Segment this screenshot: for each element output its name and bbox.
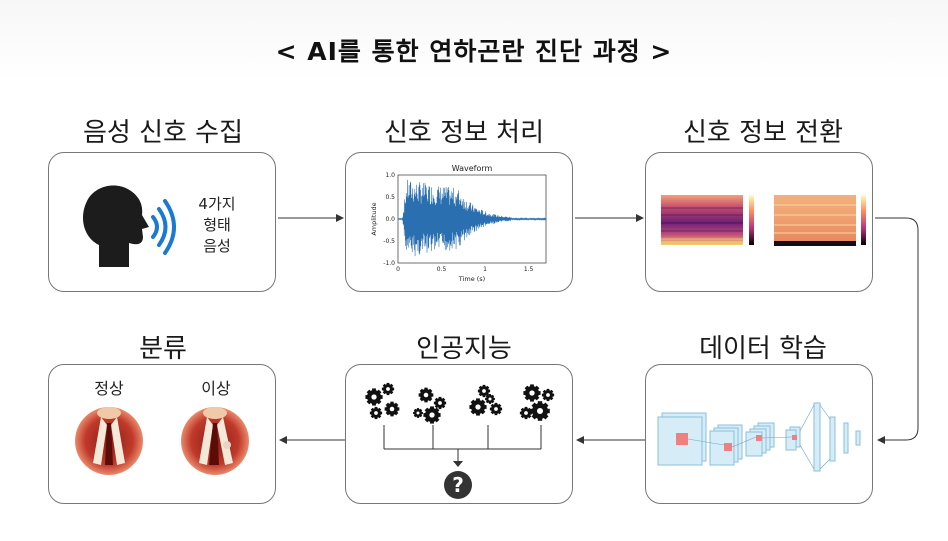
speaking-head-icon (83, 185, 176, 267)
spectrogram-left (661, 195, 743, 245)
y-tick-label: 0.0 (385, 216, 395, 223)
y-axis-label: Amplitude (370, 202, 378, 235)
label-train: 데이터 학습 (699, 334, 827, 364)
title-band (0, 0, 948, 80)
abnormal-vocal-cord-image (181, 407, 249, 475)
voice-text-2: 형태 (203, 216, 231, 234)
diagram-title: < AI를 통한 연하곤란 진단 과정 > (275, 37, 673, 66)
y-tick-label: -0.5 (383, 238, 395, 245)
box-train (645, 364, 873, 504)
voice-text-3: 음성 (203, 237, 231, 255)
normal-vocal-cord-image (75, 407, 143, 475)
gear-icon (477, 384, 491, 398)
svg-text:?: ? (452, 473, 464, 497)
x-tick-label: 1.5 (524, 266, 534, 273)
x-tick-label: 0 (396, 266, 400, 273)
box-convert (645, 152, 873, 292)
box-ai: ? (345, 364, 573, 504)
x-axis-label: Time (s) (458, 275, 485, 283)
y-tick-label: 0.5 (385, 194, 395, 201)
gear-icon (530, 401, 550, 421)
waveform-line (397, 179, 547, 257)
gear-icon (423, 406, 441, 424)
voice-text-1: 4가지 (198, 195, 236, 213)
gear-icon (541, 388, 555, 402)
cnn-diagram (657, 402, 861, 472)
gear-icon (433, 396, 447, 410)
gear-icon (418, 387, 434, 403)
x-tick-label: 1 (483, 266, 487, 273)
label-classify: 분류 (139, 334, 187, 364)
label-normal: 정상 (94, 379, 124, 398)
spectrogram-images (661, 195, 866, 246)
question-icon: ? (444, 471, 472, 499)
gear-icon (485, 394, 495, 404)
gear-icon (384, 401, 400, 417)
gear-icon (523, 384, 541, 402)
arrow-convert-to-train (875, 217, 919, 444)
gear-icon (413, 408, 423, 418)
box-collect: 4가지 형태 음성 (48, 152, 276, 292)
waveform-chart: Waveform 0 0.5 1 1.5 1.0 0.5 0.0 -0.5 -1.0 Time … (370, 164, 547, 283)
gear-icon (469, 398, 487, 416)
y-tick-label: 1.0 (385, 172, 395, 179)
gear-icon (519, 406, 533, 420)
vocal-cord-images (75, 407, 249, 475)
label-abnormal: 이상 (201, 379, 231, 398)
gear-icon (369, 406, 383, 420)
colorbar-left (749, 195, 754, 245)
label-ai: 인공지능 (416, 334, 512, 364)
label-process: 신호 정보 처리 (383, 118, 545, 148)
chart-title: Waveform (452, 164, 493, 173)
neural-gears: ? (365, 382, 555, 499)
gear-icon (381, 382, 395, 396)
box-classify: 정상 이상 (48, 364, 276, 504)
waveform-series (397, 179, 547, 257)
colorbar-right (861, 195, 866, 245)
y-tick-label: -1.0 (383, 260, 395, 267)
box-process: Waveform 0 0.5 1 1.5 1.0 0.5 0.0 -0.5 -1.0 Time … (345, 152, 573, 292)
gear-icon (365, 388, 383, 406)
gear-icon (489, 402, 503, 416)
x-tick-label: 0.5 (437, 266, 447, 273)
label-collect: 음성 신호 수집 (82, 118, 244, 148)
label-convert: 신호 정보 전환 (682, 118, 844, 148)
